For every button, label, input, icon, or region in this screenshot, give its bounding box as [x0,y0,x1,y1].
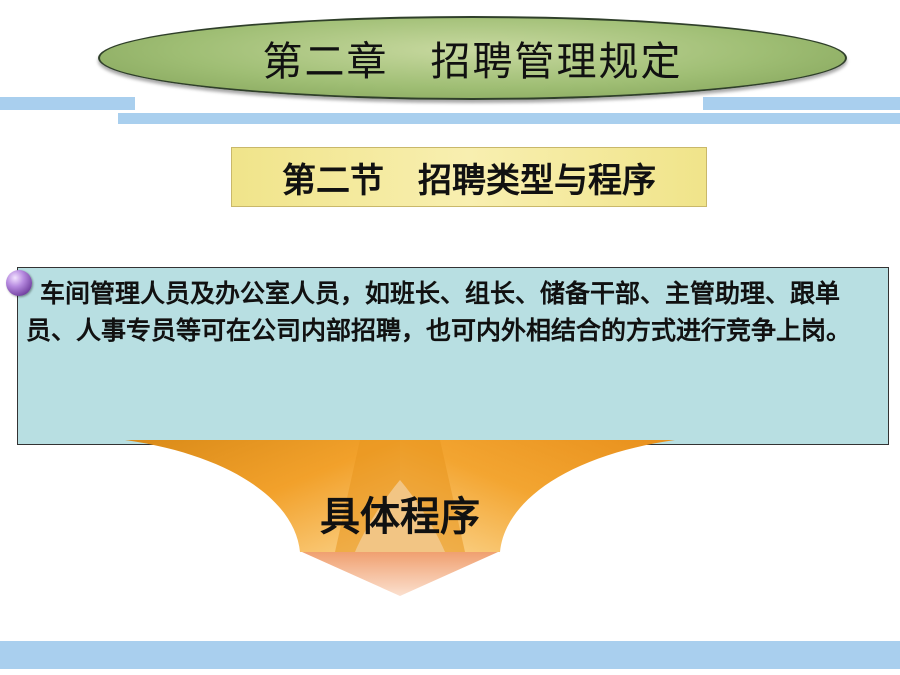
funnel-center [335,440,465,552]
content-text: 车间管理人员及办公室人员，如班长、组长、储备干部、主管助理、跟单员、人事专员等可… [26,279,852,345]
funnel-right-wing [400,440,675,552]
bullet-icon [6,270,32,296]
funnel-graphic [125,440,675,596]
funnel-tip [302,552,498,596]
chapter-title: 第二章 招聘管理规定 [262,39,683,85]
funnel-label: 具体程序 [320,494,480,540]
section-title-box: 第二节 招聘类型与程序 [231,147,707,207]
chapter-title-banner: 第二章 招聘管理规定 [98,16,847,100]
decor-bar-left [0,97,135,110]
funnel-left-wing [125,440,400,552]
decor-bar-long [118,113,900,124]
decor-bar-bottom [0,641,900,669]
section-title: 第二节 招聘类型与程序 [282,160,656,201]
decor-bar-right [703,97,900,110]
content-box [17,267,889,445]
